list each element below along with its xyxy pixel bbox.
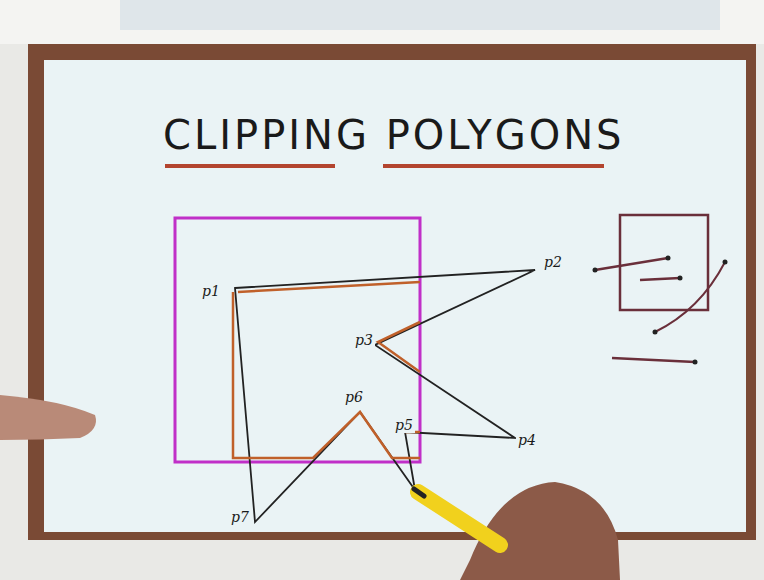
vertex-label: p2 [542,254,564,270]
endpoint [693,360,698,365]
line-segment [595,258,668,270]
vertex-label: p3 [353,332,375,348]
polygon [235,270,535,522]
endpoint [666,256,671,261]
title-underline [383,164,604,168]
background-wall [0,0,764,44]
vertex-label: p5 [393,417,415,433]
title-underline [165,164,335,168]
vertex-label: p1 [200,283,222,299]
line-segment [655,262,725,332]
vertex-label: p6 [343,389,365,405]
board-frame [28,44,756,540]
clip-window [175,218,420,462]
marker-tip [414,489,424,496]
board-sheet [44,60,746,532]
vertex-label: p7 [229,509,251,525]
marker-pen [418,492,500,545]
vertex-label: p4 [516,432,538,448]
endpoint [653,330,658,335]
title: CLIPPING POLYGONS [163,112,625,158]
endpoint [723,260,728,265]
clipped-edge [233,292,420,458]
line-segment [640,278,680,280]
hand-finger [0,395,96,440]
clipped-edge [238,282,420,292]
background-sheet [120,0,720,30]
endpoint [678,276,683,281]
line-segment [612,358,695,362]
endpoint [593,268,598,273]
clipped-edge [378,322,420,372]
